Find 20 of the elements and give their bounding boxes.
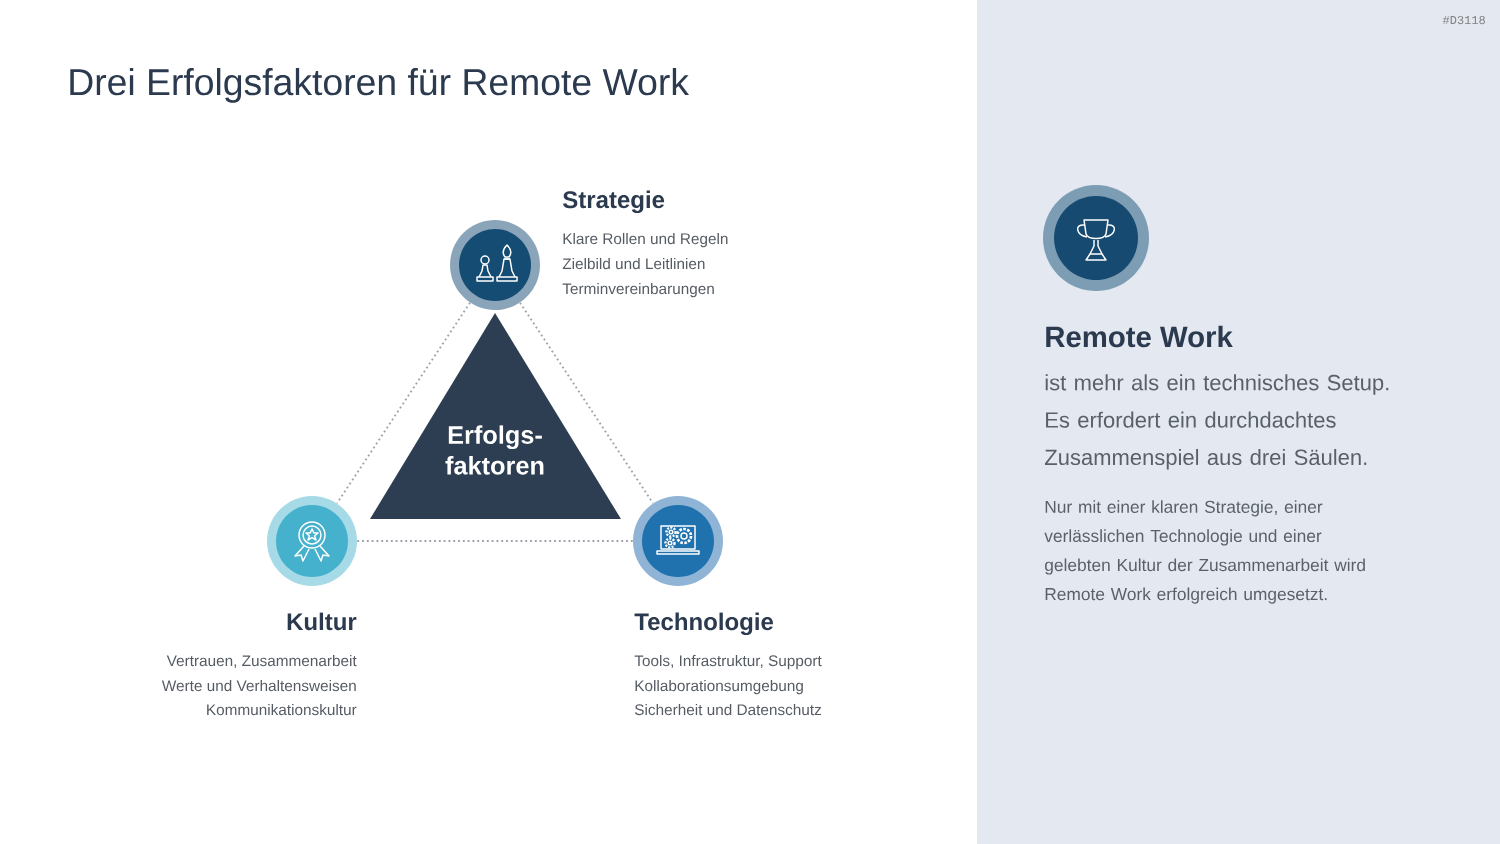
factor-item: Klare Rollen und Regeln	[563, 232, 728, 248]
panel-statement: ist mehr als ein technisches Setup. Es erfordert ein durchdachtes Zusammenspiel aus drei Säulen.	[1044, 374, 1389, 470]
factor-heading: Kultur	[287, 612, 357, 631]
factor-item: Zielbild und Leitlinien	[562, 257, 705, 270]
factor-heading: Strategie	[562, 190, 665, 214]
dotted-line	[356, 540, 634, 542]
factor-item: Terminvereinbarungen	[562, 282, 714, 298]
factor-item: Vertrauen, Zusammenarbeit	[166, 654, 357, 668]
dotted-line	[336, 301, 471, 505]
factor-item: Kollaborationsumgebung	[635, 679, 803, 695]
factor-item: Sicherheit und Datenschutz	[634, 703, 821, 716]
factor-heading: Technologie	[634, 612, 774, 636]
title: Drei Erfolgsfaktoren für Remote Work	[70, 67, 690, 103]
factor-item: Kommunikationskultur	[207, 703, 357, 716]
dotted-line	[519, 301, 654, 505]
factor-item: Werte und Verhaltensweisen	[161, 679, 356, 692]
factor-item: Tools, Infrastruktur, Support	[634, 654, 822, 670]
slide-id: #D3118	[1442, 16, 1485, 25]
panel-paragraph: Nur mit einer klaren Strategie, einer verlässlichen Technologie und einer gelebten Kultur der Zusammenarbeit wird Remote Work erfolgreich umgesetzt.	[1044, 500, 1365, 604]
panel-heading: Remote Work	[1046, 325, 1233, 348]
